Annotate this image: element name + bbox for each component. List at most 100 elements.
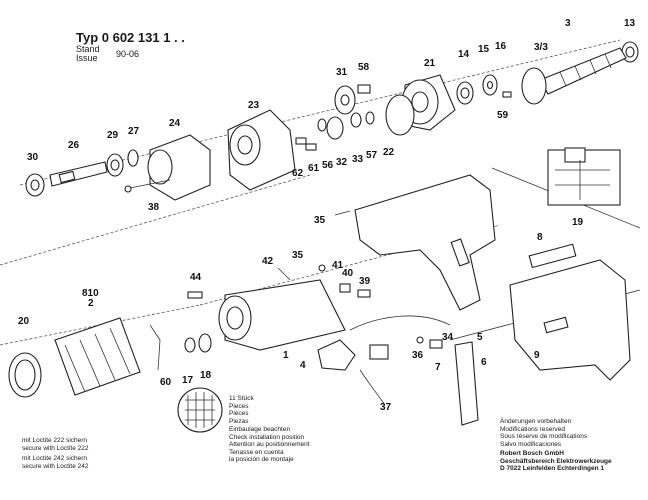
- label-14: 14: [458, 49, 470, 60]
- part-17-washer: [184, 337, 196, 353]
- label-3: 3: [565, 18, 571, 29]
- label-57: 57: [366, 150, 378, 161]
- part-29-bearing: [106, 153, 124, 177]
- part-32-gear: [326, 116, 344, 140]
- part-58-bush: [357, 84, 371, 94]
- part-24-nose-housing: [147, 134, 211, 201]
- label-3-3: 3/3: [534, 42, 548, 53]
- note-changes-reserved: Änderungen vorbehalten Modifications res…: [500, 418, 588, 448]
- label-18: 18: [200, 370, 212, 381]
- label-62: 62: [292, 168, 304, 179]
- part-1-motor: [218, 279, 346, 351]
- issue-label: Issue: [76, 53, 98, 63]
- label-39: 39: [359, 276, 371, 287]
- part-27-washer: [127, 149, 139, 167]
- label-29: 29: [107, 130, 119, 141]
- wiring-schematic-inset: [547, 147, 621, 206]
- label-27: 27: [128, 126, 140, 137]
- part-8-nameplate: [528, 243, 577, 269]
- label-9: 9: [534, 350, 540, 361]
- label-60: 60: [160, 377, 172, 388]
- part-9-motor-housing: [509, 259, 631, 381]
- issue-date: 90-06: [116, 49, 140, 59]
- part-60-bracket: [149, 324, 161, 371]
- label-17: 17: [182, 375, 194, 386]
- label-44: 44: [190, 272, 202, 283]
- part-35-screw-upper: [334, 210, 351, 216]
- label-22: 22: [383, 147, 395, 158]
- part-40-holder: [339, 283, 351, 293]
- label-13: 13: [624, 18, 636, 29]
- label-61: 61: [308, 163, 320, 174]
- label-56: 56: [322, 160, 334, 171]
- note-installation-position: Einbaulage beachten Check installation p…: [229, 426, 310, 463]
- part-labels: 3 13 3/3 16 15 14 21 58 31 59 23 27 29 2…: [18, 18, 636, 413]
- note-pieces: 11 Stück Pieces Pièces Piezas: [229, 395, 254, 425]
- label-24: 24: [169, 118, 181, 129]
- label-19: 19: [572, 217, 584, 228]
- part-41-screw: [318, 264, 326, 272]
- part-38-screw: [124, 179, 171, 193]
- label-58: 58: [358, 62, 370, 73]
- part-56-washer: [317, 118, 327, 132]
- note-loctite-242: mit Loctite 242 sichern secure with Loct…: [22, 455, 89, 470]
- part-20-ring: [8, 352, 42, 398]
- label-20: 20: [18, 316, 30, 327]
- label-34: 34: [442, 332, 454, 343]
- label-37: 37: [380, 402, 392, 413]
- detail-magnifier: [177, 387, 223, 433]
- label-31: 31: [336, 67, 348, 78]
- wiring: [349, 315, 451, 406]
- part-61-key: [305, 143, 317, 151]
- label-35-upper: 35: [314, 215, 326, 226]
- part-59-pin: [502, 91, 512, 98]
- part-15-washer: [482, 74, 498, 96]
- label-4: 4: [300, 360, 306, 371]
- label-16: 16: [495, 41, 507, 52]
- label-30: 30: [27, 152, 39, 163]
- part-39-clip: [357, 289, 371, 298]
- part-4-switch: [317, 339, 389, 371]
- part-19-handle-housing: [354, 174, 496, 311]
- label-1: 1: [283, 350, 289, 361]
- label-32: 32: [336, 157, 348, 168]
- part-26-spindle: [49, 161, 108, 187]
- part-18-washer: [198, 333, 212, 353]
- label-15: 15: [478, 44, 490, 55]
- part-36-clamp: [416, 336, 424, 344]
- label-5: 5: [477, 332, 483, 343]
- part-6-cord-guard: [454, 341, 479, 426]
- label-7: 7: [435, 362, 441, 373]
- part-31-gear: [334, 85, 356, 115]
- stand-label: Stand: [76, 44, 100, 54]
- part-3-armature: [521, 47, 627, 105]
- label-35-lower: 35: [292, 250, 304, 261]
- label-2: 2: [88, 298, 94, 309]
- part-23-housing: [227, 109, 296, 191]
- label-36: 36: [412, 350, 424, 361]
- label-59: 59: [497, 110, 509, 121]
- label-40: 40: [342, 268, 354, 279]
- document-type-number: Typ 0 602 131 1 . .: [76, 30, 185, 45]
- part-33-bearing: [350, 112, 362, 128]
- part-62-key: [295, 137, 307, 145]
- label-33: 33: [352, 154, 364, 165]
- label-38: 38: [148, 202, 160, 213]
- label-810: 810: [82, 288, 99, 299]
- label-8: 8: [537, 232, 543, 243]
- note-loctite-222: mit Loctite 222 sichern secure with Loct…: [22, 437, 89, 452]
- company-info: Robert Bosch GmbH Geschäftsbereich Elekt…: [500, 450, 612, 472]
- part-7-clamp: [429, 339, 443, 349]
- label-26: 26: [68, 140, 80, 151]
- part-57-ring: [365, 111, 375, 125]
- label-42: 42: [262, 256, 274, 267]
- part-42-screw: [277, 267, 291, 281]
- label-41: 41: [332, 260, 344, 271]
- part-22-o-ring: [385, 94, 415, 136]
- part-30-nut: [25, 173, 45, 197]
- label-6: 6: [481, 357, 487, 368]
- part-44-brush: [187, 291, 203, 299]
- part-2-field-coil: [54, 317, 141, 396]
- label-21: 21: [424, 58, 436, 69]
